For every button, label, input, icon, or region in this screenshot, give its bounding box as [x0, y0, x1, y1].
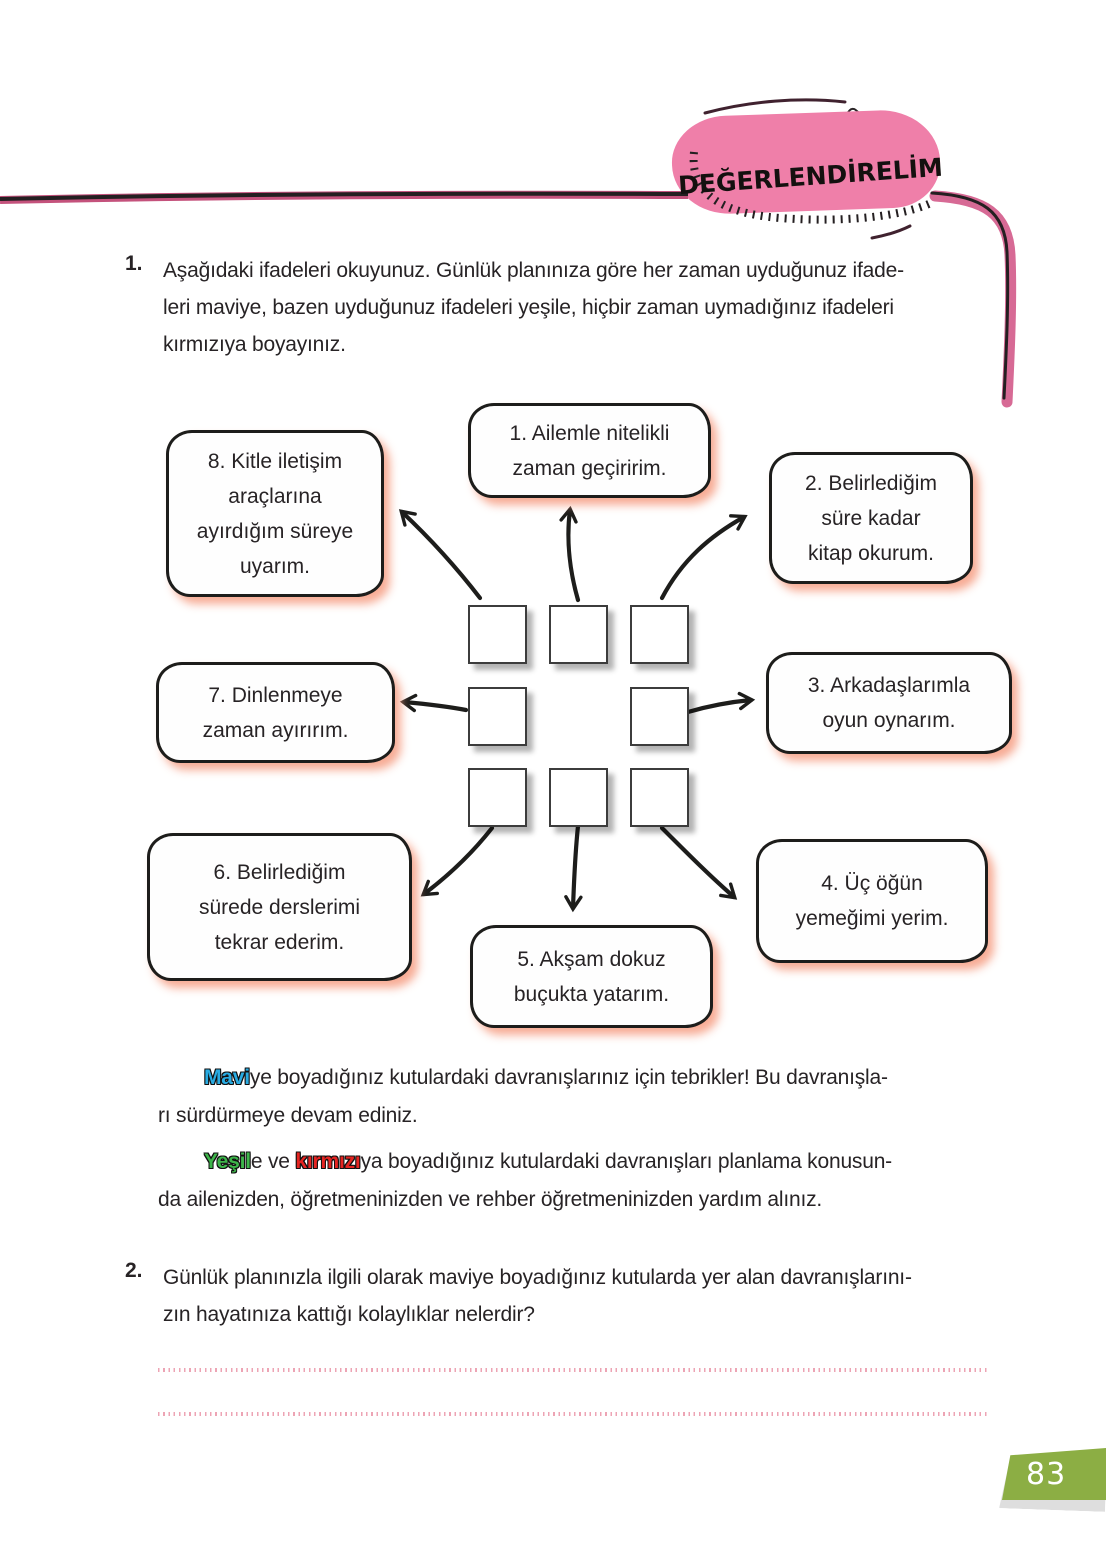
color-box-for-item-8[interactable]	[468, 605, 527, 664]
statement-bubble-3: 3. Arkadaşlarımla oyun oynarım.	[766, 652, 1012, 754]
color-box-for-item-3[interactable]	[630, 687, 689, 746]
color-box-for-item-1[interactable]	[549, 605, 608, 664]
question-2-text: Günlük planınızla ilgili olarak maviye b…	[163, 1259, 993, 1333]
highlight-word-kirmizi: kırmızı	[295, 1150, 361, 1173]
arrow-to-item-7	[399, 693, 469, 713]
color-box-for-item-5[interactable]	[549, 768, 608, 827]
highlight-word-yesil: Yeşil	[204, 1150, 251, 1173]
swoosh-line-left	[0, 190, 689, 204]
arrow-to-item-2	[659, 514, 748, 601]
statement-bubble-2: 2. Belirlediğim süre kadar kitap okurum.	[769, 452, 973, 584]
statement-bubble-6: 6. Belirlediğim sürede derslerimi tekrar…	[147, 833, 412, 981]
statement-bubble-1: 1. Ailemle nitelikli zaman geçiririm.	[468, 403, 711, 498]
feedback-green-red-paragraph: Yeşile ve kırmızıya boyadığınız kutulard…	[158, 1143, 993, 1219]
statement-bubble-5: 5. Akşam dokuz buçukta yatarım.	[470, 925, 713, 1028]
statement-bubble-7: 7. Dinlenmeye zaman ayırırım.	[156, 662, 395, 763]
color-box-for-item-7[interactable]	[468, 687, 527, 746]
highlight-word-mavi: Mavi	[204, 1066, 250, 1089]
color-box-for-item-4[interactable]	[630, 768, 689, 827]
answer-line-2[interactable]	[158, 1412, 990, 1416]
feedback-green-red-line-1-rest: ya boyadığınız kutulardaki davranışları …	[360, 1150, 893, 1173]
color-box-for-item-6[interactable]	[468, 768, 527, 827]
feedback-blue-line-2: rı sürdürmeye devam ediniz.	[158, 1104, 418, 1127]
question-text-line: kırmızıya boyayınız.	[163, 333, 346, 356]
feedback-green-red-line-1: Yeşile ve kırmızıya boyadığınız kutulard…	[158, 1143, 993, 1181]
feedback-blue-line-1-rest: ye boyadığınız kutulardaki davranışların…	[249, 1066, 888, 1089]
question-1-text: Aşağıdaki ifadeleri okuyunuz. Günlük pla…	[163, 252, 993, 363]
color-box-for-item-2[interactable]	[630, 605, 689, 664]
statement-bubble-8: 8. Kitle iletişim araçlarına ayırdığım s…	[166, 430, 384, 597]
statement-bubble-4: 4. Üç öğün yemeğimi yerim.	[756, 839, 988, 963]
arrow-to-item-8	[398, 509, 483, 601]
swoosh-line-left-ink	[0, 191, 689, 201]
arrow-to-item-4	[659, 825, 738, 900]
question-text-line: leri maviye, bazen uyduğunuz ifadeleri y…	[163, 296, 894, 319]
feedback-blue-paragraph: Maviye boyadığınız kutulardaki davranışl…	[158, 1059, 993, 1135]
feedback-green-red-line-2: da ailenizden, öğretmeninizden ve rehber…	[158, 1188, 823, 1211]
arrow-to-item-1	[559, 505, 581, 603]
question-1-number: 1.	[125, 252, 143, 275]
arrow-to-item-5	[564, 823, 583, 913]
feedback-blue-line-1: Maviye boyadığınız kutulardaki davranışl…	[158, 1059, 993, 1097]
page-number-badge: 83	[1002, 1448, 1106, 1500]
question-text-line: Günlük planınızla ilgili olarak maviye b…	[163, 1266, 912, 1289]
banner-speedline-top	[703, 98, 847, 115]
feedback-mid-text: e ve	[250, 1150, 296, 1173]
question-text-line: zın hayatınıza kattığı kolaylıklar neler…	[163, 1303, 535, 1326]
answer-line-1[interactable]	[158, 1368, 990, 1372]
question-2-number: 2.	[125, 1259, 143, 1282]
arrow-to-item-6	[420, 825, 495, 897]
banner-speedline-bottom	[870, 224, 912, 240]
page-number: 83	[1026, 1456, 1067, 1492]
question-text-line: Aşağıdaki ifadeleri okuyunuz. Günlük pla…	[163, 259, 904, 282]
arrow-to-item-3	[685, 691, 756, 715]
